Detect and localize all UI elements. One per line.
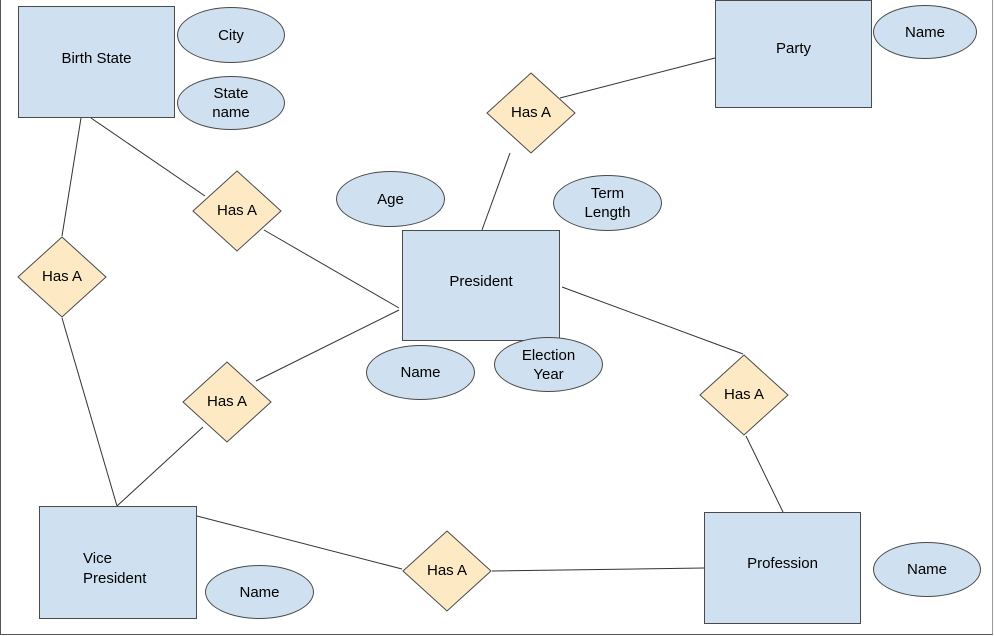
relationship-president-party: Has A [486,72,576,154]
diamond-shape [17,236,107,318]
entity-vice-president: Vice President [39,506,197,619]
connector-birthstate-rel2 [61,117,82,237]
connector-rel-president-left2 [255,309,400,382]
attribute-president-name: Name [366,345,475,400]
connector-birthstate-rel [90,117,206,197]
connector-rel-profession [745,435,784,513]
attribute-age: Age [336,171,445,227]
attribute-party-name: Name [873,5,977,59]
connector-vp-rel2 [196,515,403,570]
relationship-vp-president: Has A [182,361,272,443]
entity-profession: Profession [704,512,861,624]
diamond-shape [402,530,492,612]
relationship-president-profession: Has A [699,354,789,436]
diamond-shape [699,354,789,436]
relationship-birthstate-vp: Has A [17,236,107,318]
attribute-election-year: Election Year [494,337,603,392]
connector-rel-president-left [263,229,400,309]
entity-birth-state: Birth State [18,6,175,118]
attribute-term-length: Term Length [553,175,662,231]
diamond-shape [182,361,272,443]
relationship-vp-profession: Has A [402,530,492,612]
connector-rel-profession2 [491,567,705,572]
diamond-shape [192,170,282,252]
attribute-city: City [177,7,285,63]
attribute-state-name: State name [177,76,285,130]
connector-vp-rel [116,426,204,507]
entity-party: Party [715,0,872,108]
connector-rel-president-top [481,152,511,231]
diamond-shape [486,72,576,154]
connector-rel-vp [61,317,118,507]
attribute-profession-name: Name [873,542,981,597]
attribute-vp-name: Name [205,565,314,619]
connector-president-rel [561,286,744,355]
relationship-birthstate-president: Has A [192,170,282,252]
entity-president: President [402,230,560,341]
connector-party-rel [559,57,716,99]
